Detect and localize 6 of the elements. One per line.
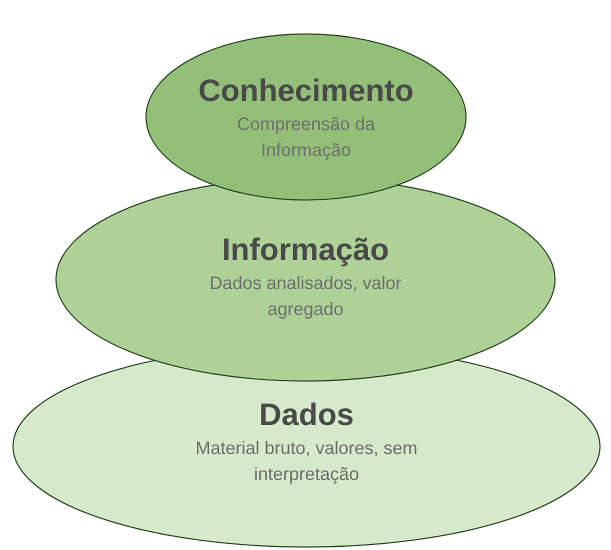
layer-description: Material bruto, valores, sem interpretação — [194, 437, 419, 486]
layer-description: Dados analisados, valor agregado — [208, 272, 403, 321]
layer-title: Dados — [258, 397, 355, 433]
layer-description: Compreensão da Informação — [236, 113, 376, 162]
layer-title: Informação — [220, 232, 390, 268]
layer-title: Conhecimento — [197, 73, 415, 109]
